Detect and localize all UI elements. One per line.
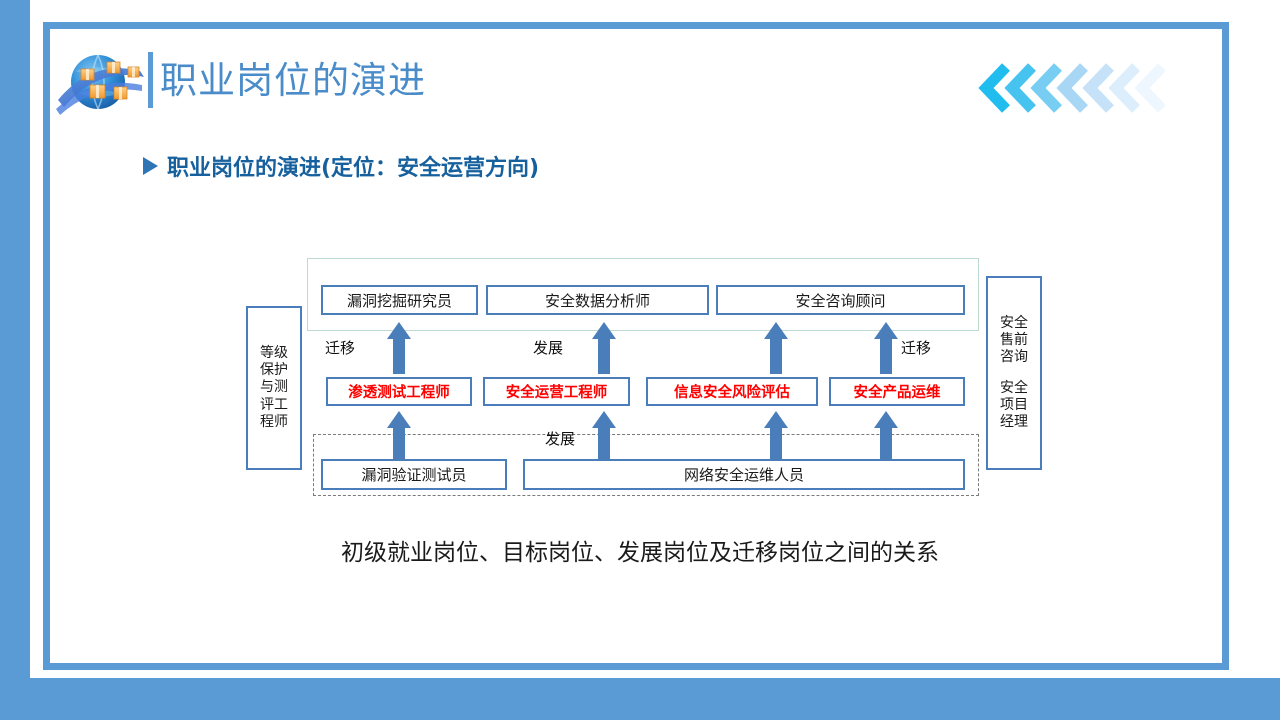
middle-row-box-4[interactable]: 安全产品运维 [829, 377, 965, 406]
globe-boxes-logo-icon [52, 45, 148, 123]
up-arrow-icon-u1 [387, 322, 411, 374]
bottom-row-box-2[interactable]: 网络安全运维人员 [523, 459, 965, 490]
flow-label-lower-mid: 发展 [545, 430, 576, 448]
top-row-box-1[interactable]: 漏洞挖掘研究员 [321, 285, 478, 315]
up-arrow-icon-l2 [592, 411, 616, 461]
right-box-a-line-3: 咨询 [1000, 348, 1028, 365]
left-side-role-box[interactable]: 等级 保护 与测 评工 程师 [246, 306, 302, 470]
triangle-right-icon [143, 157, 158, 175]
right-box-b-line-1: 安全 [1000, 380, 1028, 396]
right-box-a-line-2: 售前 [1000, 331, 1028, 348]
left-box-line-4: 评工 [260, 396, 288, 413]
up-arrow-icon-u3 [764, 322, 788, 374]
section-subtitle: 职业岗位的演进(定位：安全运营方向) [143, 150, 539, 182]
chevron-left-decoration-icon [975, 57, 1166, 119]
left-box-line-3: 与测 [260, 379, 288, 396]
page-title: 职业岗位的演进 [160, 59, 426, 102]
middle-row-box-3[interactable]: 信息安全风险评估 [646, 377, 818, 406]
right-box-b-line-2: 项目 [1000, 397, 1028, 414]
section-subtitle-label: 职业岗位的演进(定位：安全运营方向) [167, 156, 540, 181]
right-box-b-line-3: 经理 [1000, 414, 1028, 431]
up-arrow-icon-u4 [874, 322, 898, 374]
middle-row-box-1[interactable]: 渗透测试工程师 [326, 377, 472, 406]
right-box-a-line-1: 安全 [1000, 314, 1028, 331]
top-row-box-3[interactable]: 安全咨询顾问 [716, 285, 965, 315]
title-accent-bar [148, 52, 153, 108]
flow-label-upper-mid: 发展 [533, 339, 564, 357]
top-row-box-2[interactable]: 安全数据分析师 [486, 285, 709, 315]
right-side-role-box[interactable]: 安全 售前 咨询 安全 项目 经理 [986, 276, 1042, 470]
left-box-line-1: 等级 [260, 345, 288, 362]
flow-label-upper-left: 迁移 [325, 339, 356, 357]
bottom-row-box-1[interactable]: 漏洞验证测试员 [321, 459, 507, 490]
up-arrow-icon-u2 [592, 322, 616, 374]
entry-jobs-group-outline [313, 434, 979, 496]
middle-row-box-2[interactable]: 安全运营工程师 [483, 377, 630, 406]
bottom-blue-bar [0, 678, 1280, 720]
up-arrow-icon-l1 [387, 411, 411, 461]
target-jobs-group-outline [307, 258, 979, 331]
left-box-line-5: 程师 [260, 413, 288, 430]
diagram-caption: 初级就业岗位、目标岗位、发展岗位及迁移岗位之间的关系 [341, 540, 939, 566]
left-box-line-2: 保护 [260, 362, 288, 379]
left-blue-edge [0, 0, 30, 720]
decorative-frame [43, 22, 1229, 670]
up-arrow-icon-l4 [874, 411, 898, 461]
flow-label-upper-right: 迁移 [901, 339, 932, 357]
up-arrow-icon-l3 [764, 411, 788, 461]
